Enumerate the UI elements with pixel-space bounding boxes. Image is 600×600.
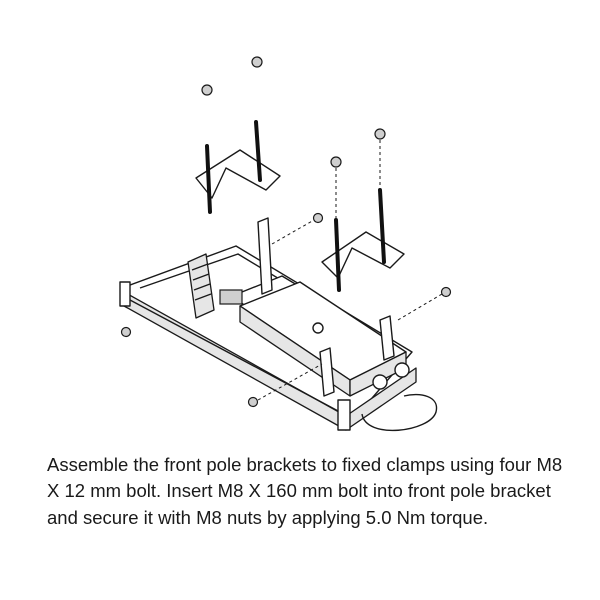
lanyard <box>361 393 438 432</box>
fixed-clamp-right <box>321 128 405 292</box>
rail-block <box>187 253 215 319</box>
instruction-text: Assemble the front pole brackets to fixe… <box>47 454 563 528</box>
m8x12-bolts <box>120 212 452 408</box>
front-pole-bracket-rear <box>257 217 273 295</box>
front-pole-bracket-front <box>319 315 395 397</box>
assembly-diagram <box>119 56 452 432</box>
fixed-clamp-left <box>195 56 281 214</box>
